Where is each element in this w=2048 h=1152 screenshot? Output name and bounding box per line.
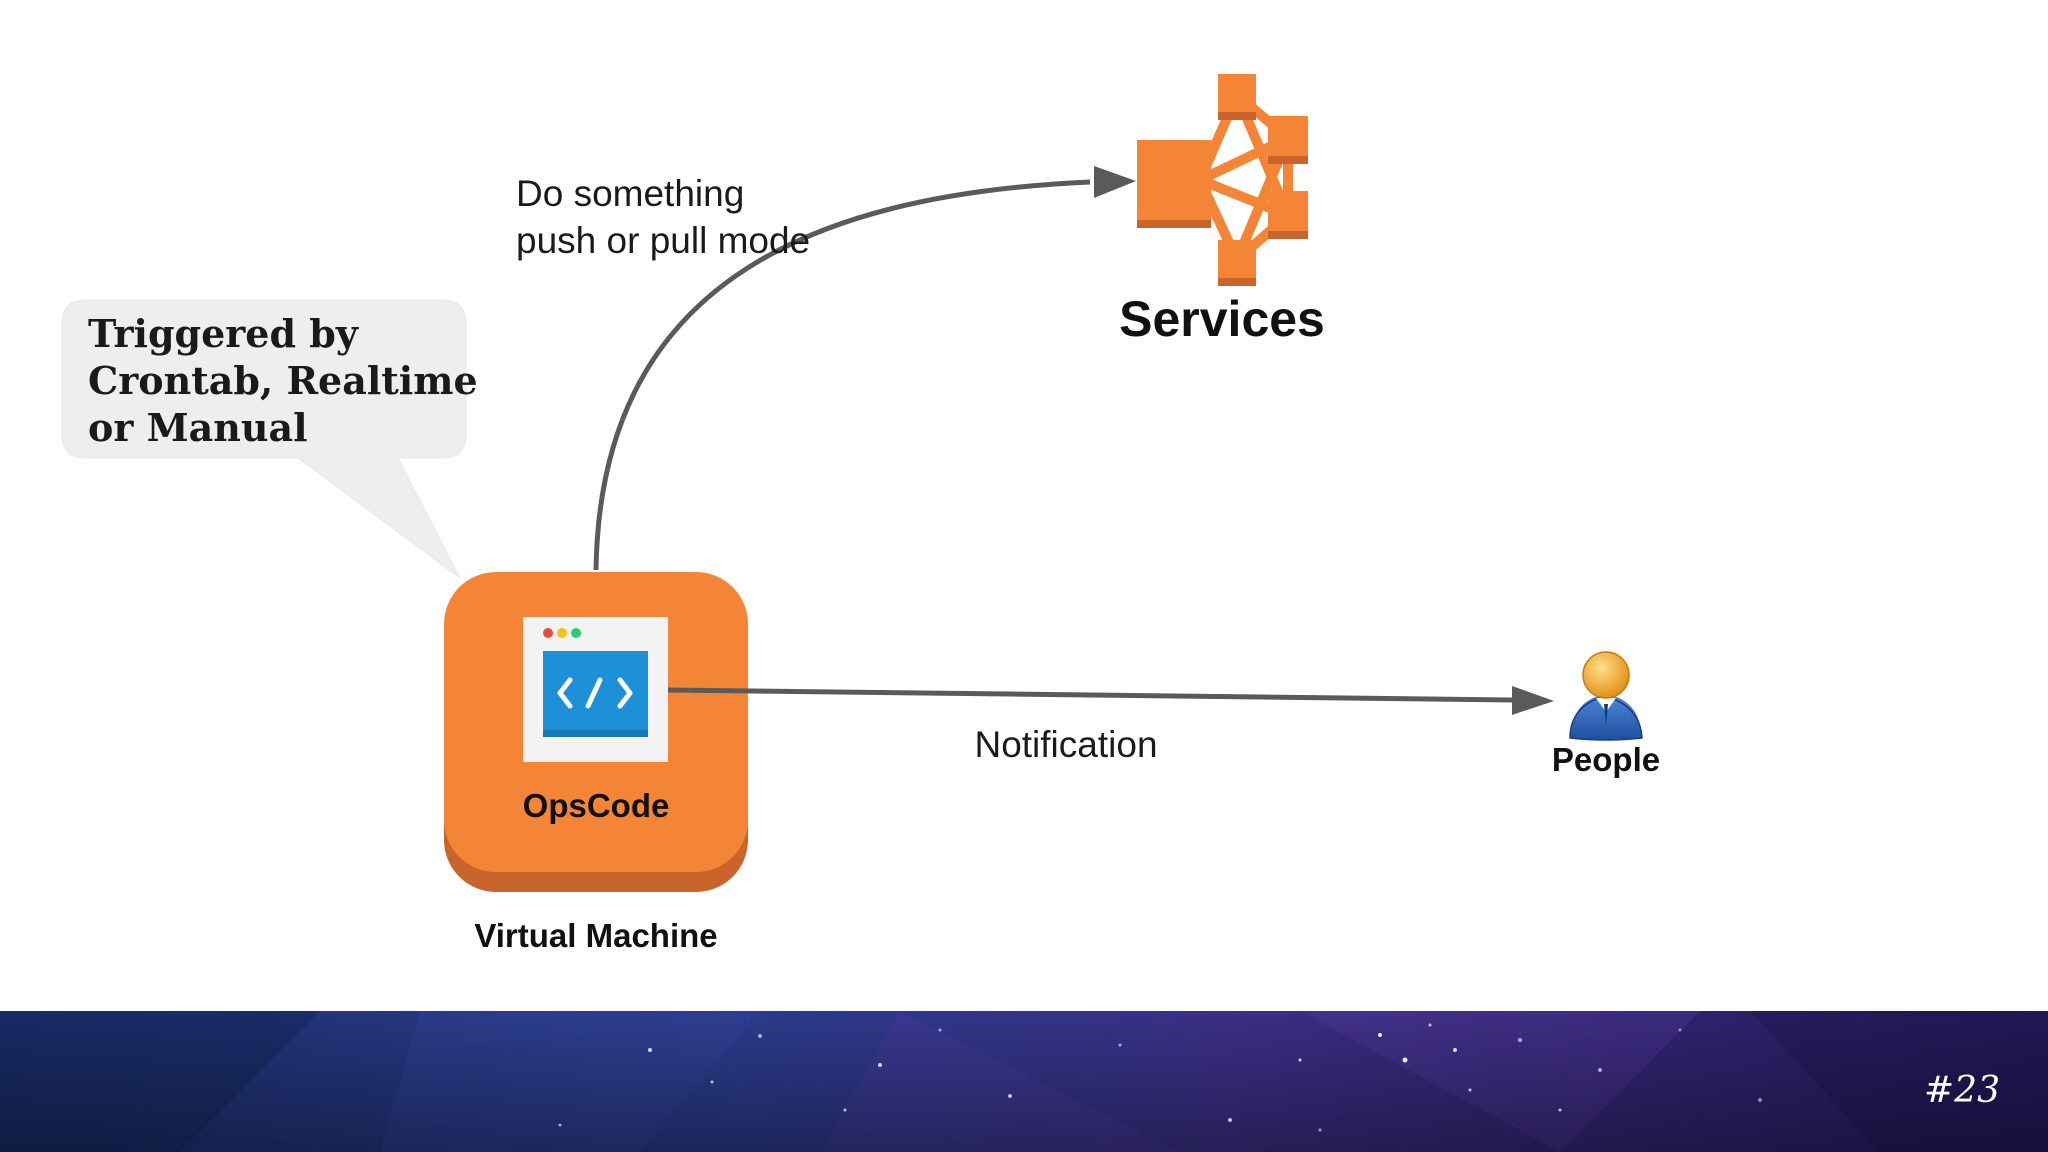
- notification-arrow-head: [1512, 686, 1554, 715]
- people-label: People: [1552, 741, 1660, 778]
- notification-arrow: [667, 686, 1554, 715]
- footer-band: #23: [0, 1011, 2048, 1152]
- services-icon: [1137, 74, 1308, 286]
- opscode-label: OpsCode: [523, 787, 670, 824]
- virtual-machine-label: Virtual Machine: [474, 917, 717, 954]
- push-arrow-head: [1094, 166, 1136, 198]
- slide-number: #23: [1924, 1070, 2000, 1111]
- notification-label: Notification: [974, 724, 1157, 765]
- services-label: Services: [1119, 291, 1325, 347]
- person-icon: [1569, 651, 1643, 741]
- notification-arrow-line: [667, 687, 1513, 703]
- code-window-icon: [523, 617, 668, 762]
- callout-text: Triggered by Crontab, Realtime or Manual: [88, 311, 491, 450]
- push-label: Do something push or pull mode: [516, 173, 810, 261]
- push-arrow-line: [593, 179, 1091, 571]
- callout-bubble: [61, 299, 467, 579]
- push-arrow: [593, 166, 1136, 571]
- opscode-box: OpsCode: [444, 572, 748, 892]
- trigger-callout: Triggered by Crontab, Realtime or Manual: [61, 299, 491, 579]
